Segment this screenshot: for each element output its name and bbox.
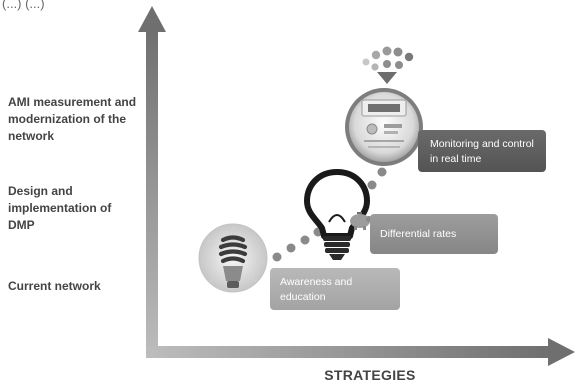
cfl-bulb-icon	[198, 223, 268, 293]
level-dmp-label: Design and implementation of DMP	[8, 184, 112, 232]
smart-meter-icon	[345, 88, 423, 166]
level-current-label: Current network	[8, 279, 101, 293]
signal-dots-icon	[362, 46, 414, 84]
step-rates-label: Differential rates	[380, 228, 457, 240]
y-axis	[138, 6, 166, 358]
level-ami-label: AMI measurement and modernization of the…	[8, 95, 137, 143]
step-rates-callout: Differential rates	[370, 214, 498, 254]
x-axis	[146, 338, 575, 366]
x-axis-label: STRATEGIES	[324, 367, 416, 383]
step-awareness-callout: Awareness and education	[270, 268, 400, 310]
lightbulb-icon	[304, 169, 370, 260]
step-awareness-label: Awareness and education	[280, 276, 353, 304]
cropped-top-text: (...) (...)	[2, 0, 45, 11]
step-monitoring-label: Monitoring and control in real time	[430, 138, 534, 166]
step-monitoring-callout: Monitoring and control in real time	[418, 130, 546, 172]
